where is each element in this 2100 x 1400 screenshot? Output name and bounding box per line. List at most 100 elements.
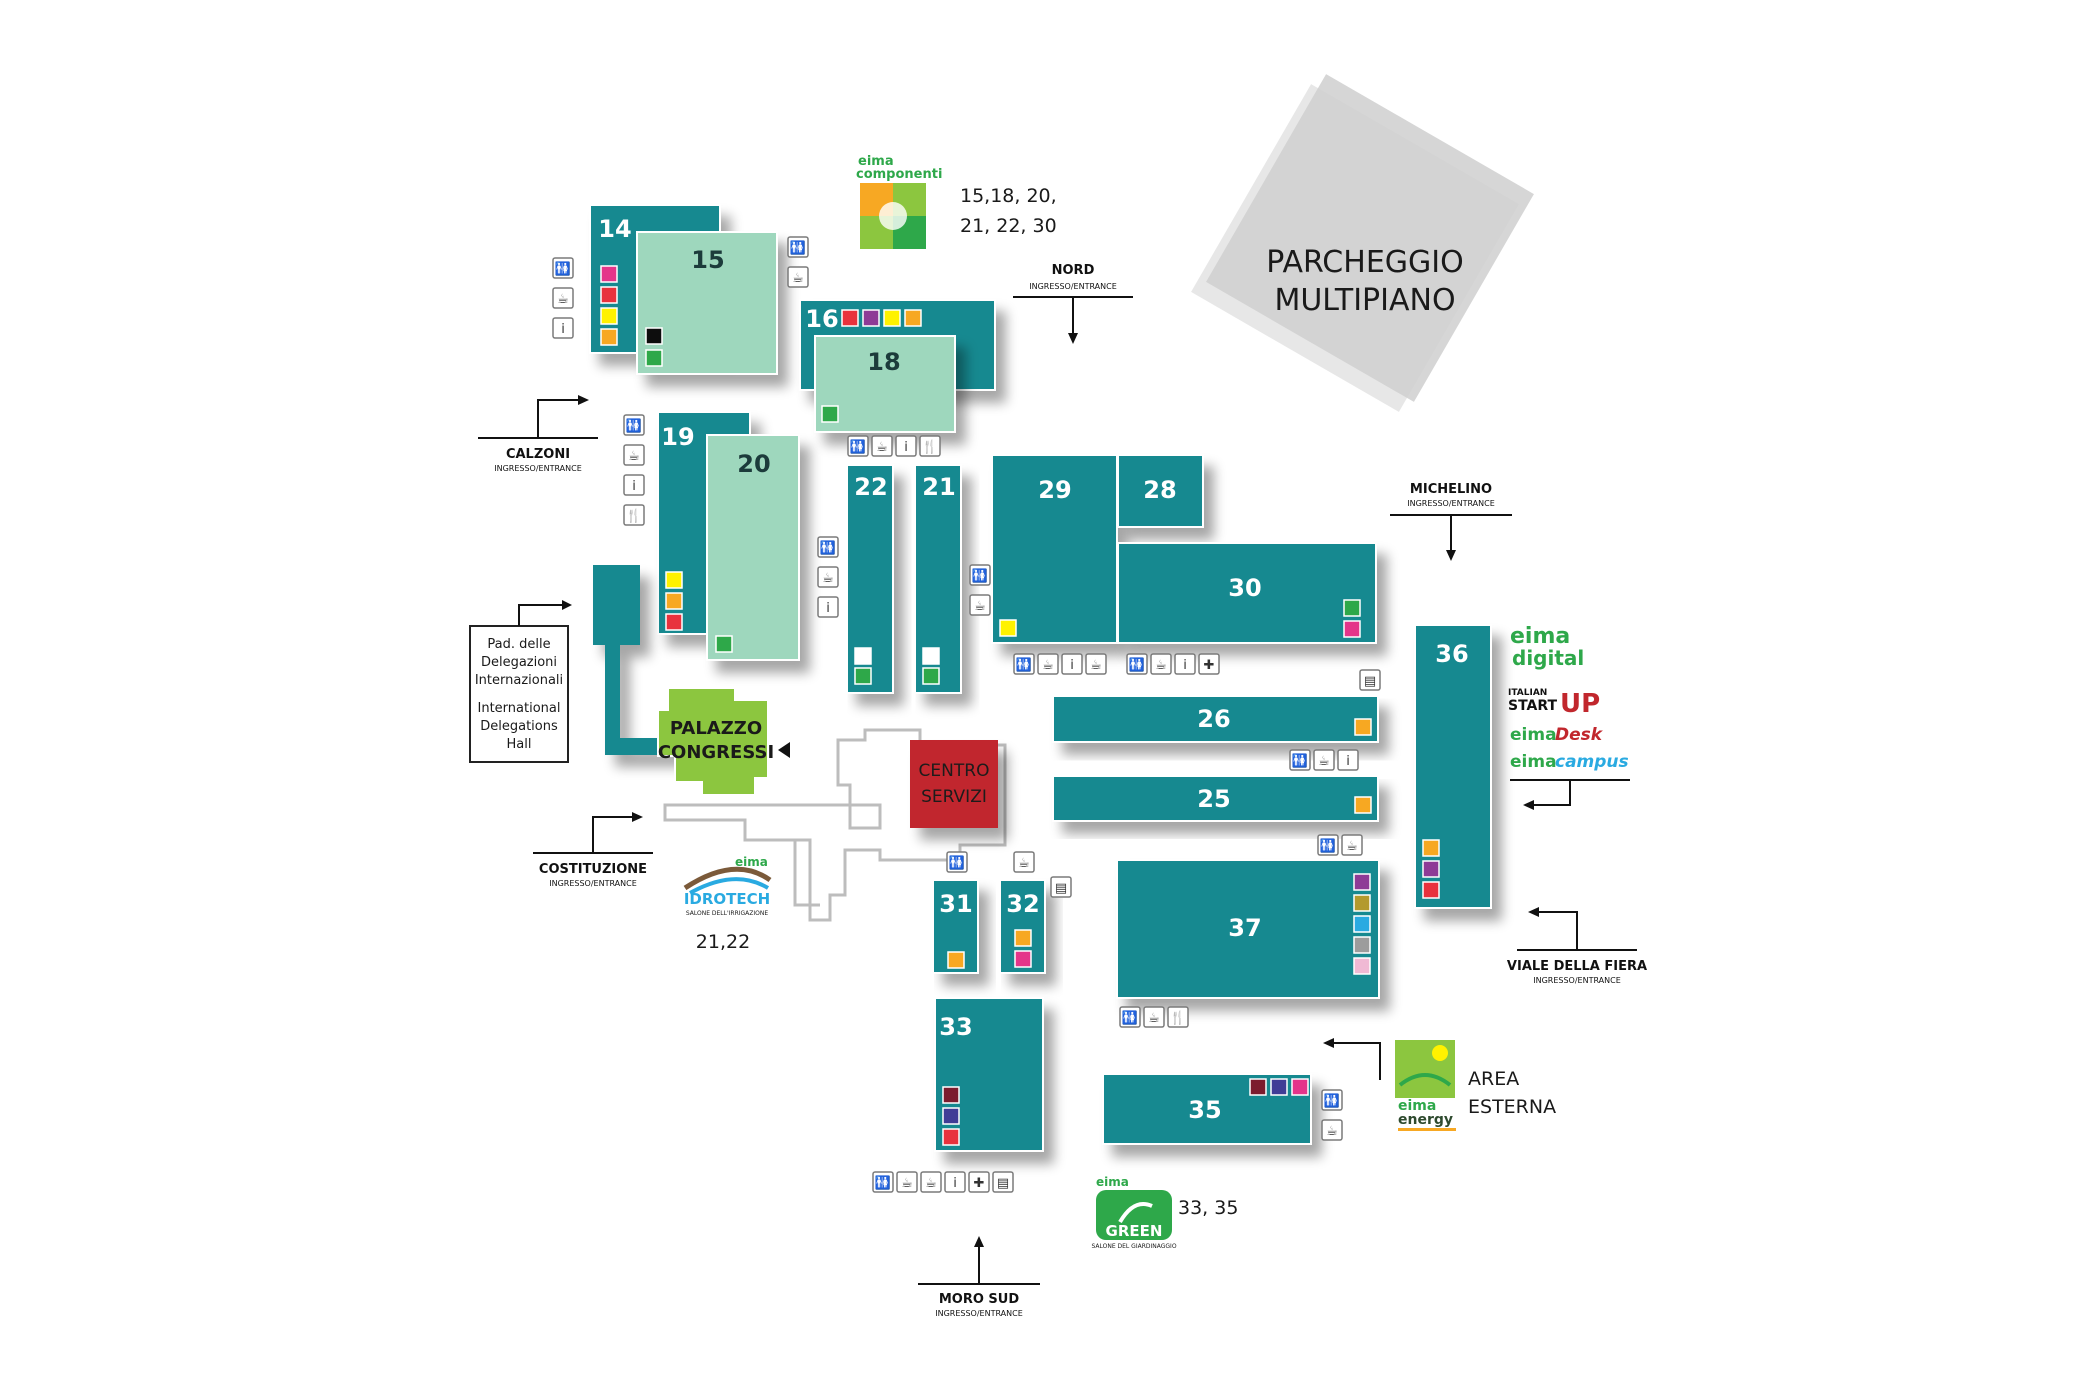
entrance-viale-sub: INGRESSO/ENTRANCE xyxy=(1533,976,1621,985)
hall-18[interactable]: 18 xyxy=(814,335,956,433)
hall-30-label: 30 xyxy=(1228,574,1261,602)
parking-building[interactable]: PARCHEGGIO MULTIPIANO xyxy=(1191,74,1534,412)
hall-16-label: 16 xyxy=(805,305,838,333)
digital-eima-text: eima xyxy=(1510,624,1570,649)
centro-servizi[interactable]: CENTRO SERVIZI xyxy=(910,740,998,828)
entrance-costituzione-arrow-icon xyxy=(592,816,634,853)
componenti-eima-text: eima xyxy=(858,154,894,169)
hall-35[interactable]: 35 xyxy=(1102,1073,1312,1145)
eima-idrotech-logo: eima IDROTECH SALONE DELL'IRRIGAZIONE 21… xyxy=(683,855,772,953)
service-walkway xyxy=(663,728,1007,922)
info-icon: i xyxy=(623,474,645,496)
svg-text:☕: ☕ xyxy=(628,449,640,464)
campus-text: campus xyxy=(1555,752,1629,772)
hall-36-sector-marker xyxy=(1422,860,1440,878)
centro-label-line2: SERVIZI xyxy=(921,787,987,807)
hall-22-sector-marker xyxy=(854,667,872,685)
hall-29[interactable]: 29 xyxy=(991,454,1118,644)
green-text: GREEN xyxy=(1106,1222,1163,1240)
hall-33-sector-marker xyxy=(942,1128,960,1146)
energy-text: energy xyxy=(1398,1112,1453,1128)
svg-text:i: i xyxy=(1070,658,1074,673)
svg-text:▤: ▤ xyxy=(1055,881,1067,896)
delegations-hall-box[interactable]: Pad. delle Delegazioni Internazionali In… xyxy=(469,600,572,763)
hall-37[interactable]: 37 xyxy=(1116,859,1380,999)
eima-energy-logo: eima energy AREA ESTERNA xyxy=(1395,1040,1556,1131)
restroom-icon: 🚻 xyxy=(1321,1089,1343,1111)
svg-text:☕: ☕ xyxy=(1148,1011,1160,1026)
hall-21[interactable]: 21 xyxy=(914,464,962,694)
first-aid-icon: ✚ xyxy=(1198,653,1220,675)
svg-text:☕: ☕ xyxy=(1042,658,1054,673)
hall-14-sector-marker xyxy=(600,307,618,325)
atm-icon: ▤ xyxy=(1359,669,1381,691)
hall-15[interactable]: 15 xyxy=(636,231,778,375)
info-icon: i xyxy=(1174,653,1196,675)
svg-text:i: i xyxy=(1183,658,1187,673)
restroom-icon: 🚻 xyxy=(552,257,574,279)
hall-28[interactable]: 28 xyxy=(1117,454,1204,528)
sun-icon xyxy=(1432,1045,1448,1061)
eima-componenti-logo: eima componenti 15,18, 20, 21, 22, 30 xyxy=(856,154,1057,249)
entrance-calzoni-arrow-icon xyxy=(537,399,580,438)
componenti-halls-2: 21, 22, 30 xyxy=(960,215,1057,237)
svg-text:🚻: 🚻 xyxy=(875,1175,891,1191)
green-sub: SALONE DEL GIARDINAGGIO xyxy=(1091,1243,1176,1250)
restroom-icon: 🚻 xyxy=(1126,653,1148,675)
palazzo-label-line2: CONGRESSI xyxy=(658,742,774,763)
hall-33[interactable]: 33 xyxy=(934,997,1044,1152)
restaurant-icon: 🍴 xyxy=(1167,1006,1189,1028)
hall-20[interactable]: 20 xyxy=(706,434,800,661)
hall-26-body xyxy=(1052,695,1379,743)
hall-22-sector-marker xyxy=(854,647,872,665)
parking-label-line2: MULTIPIANO xyxy=(1274,283,1455,318)
hall-25-label: 25 xyxy=(1197,785,1230,813)
entrance-moro-arrowhead-icon xyxy=(974,1236,984,1247)
campus-eima-text: eima xyxy=(1510,752,1557,772)
hall-37-body xyxy=(1116,859,1380,999)
restroom-icon: 🚻 xyxy=(946,851,968,873)
hall-35-sector-marker xyxy=(1270,1078,1288,1096)
svg-text:☕: ☕ xyxy=(822,571,834,586)
palazzo-congressi[interactable]: PALAZZO CONGRESSI xyxy=(657,687,790,796)
hall-32[interactable]: 32 xyxy=(999,879,1046,974)
hall-32-sector-marker xyxy=(1014,950,1032,968)
svg-text:🚻: 🚻 xyxy=(1324,1093,1340,1109)
entrance-moro-sub: INGRESSO/ENTRANCE xyxy=(935,1309,1023,1318)
entrance-calzoni-sub: INGRESSO/ENTRANCE xyxy=(494,464,582,473)
entrance-moro-name: MORO SUD xyxy=(939,1292,1019,1307)
restroom-icon: 🚻 xyxy=(817,536,839,558)
hall-29-body xyxy=(991,454,1118,644)
delegations-line-3: Internazionali xyxy=(475,673,563,688)
hall-20-body xyxy=(706,434,800,661)
hall-31[interactable]: 31 xyxy=(932,879,979,974)
entrance-moro[interactable]: MORO SUD INGRESSO/ENTRANCE xyxy=(918,1236,1040,1318)
info-icon: i xyxy=(895,435,917,457)
svg-text:🚻: 🚻 xyxy=(1016,657,1032,673)
entrance-calzoni-arrowhead-icon xyxy=(578,395,589,405)
hall-29-label: 29 xyxy=(1038,476,1071,504)
hall-26-label: 26 xyxy=(1197,705,1230,733)
cafe-icon: ☕ xyxy=(817,566,839,588)
delegations-line-4: International xyxy=(478,701,561,716)
hall-25[interactable]: 25 xyxy=(1052,775,1379,822)
digital-area-arrow-icon xyxy=(1532,780,1571,806)
hall-36[interactable]: 36 xyxy=(1414,624,1492,909)
hall-30[interactable]: 30 xyxy=(1117,542,1377,644)
hall-16-sector-marker xyxy=(841,309,859,327)
svg-text:☕: ☕ xyxy=(792,271,804,286)
cafe-icon: ☕ xyxy=(1313,749,1335,771)
hall-22[interactable]: 22 xyxy=(846,464,894,694)
svg-text:🍴: 🍴 xyxy=(922,439,938,455)
hall-26[interactable]: 26 xyxy=(1052,695,1379,743)
hall-21-sector-marker xyxy=(922,667,940,685)
hall-25-sector-marker xyxy=(1354,796,1372,814)
hall-19-label: 19 xyxy=(661,423,694,451)
hall-36-sector-marker xyxy=(1422,839,1440,857)
